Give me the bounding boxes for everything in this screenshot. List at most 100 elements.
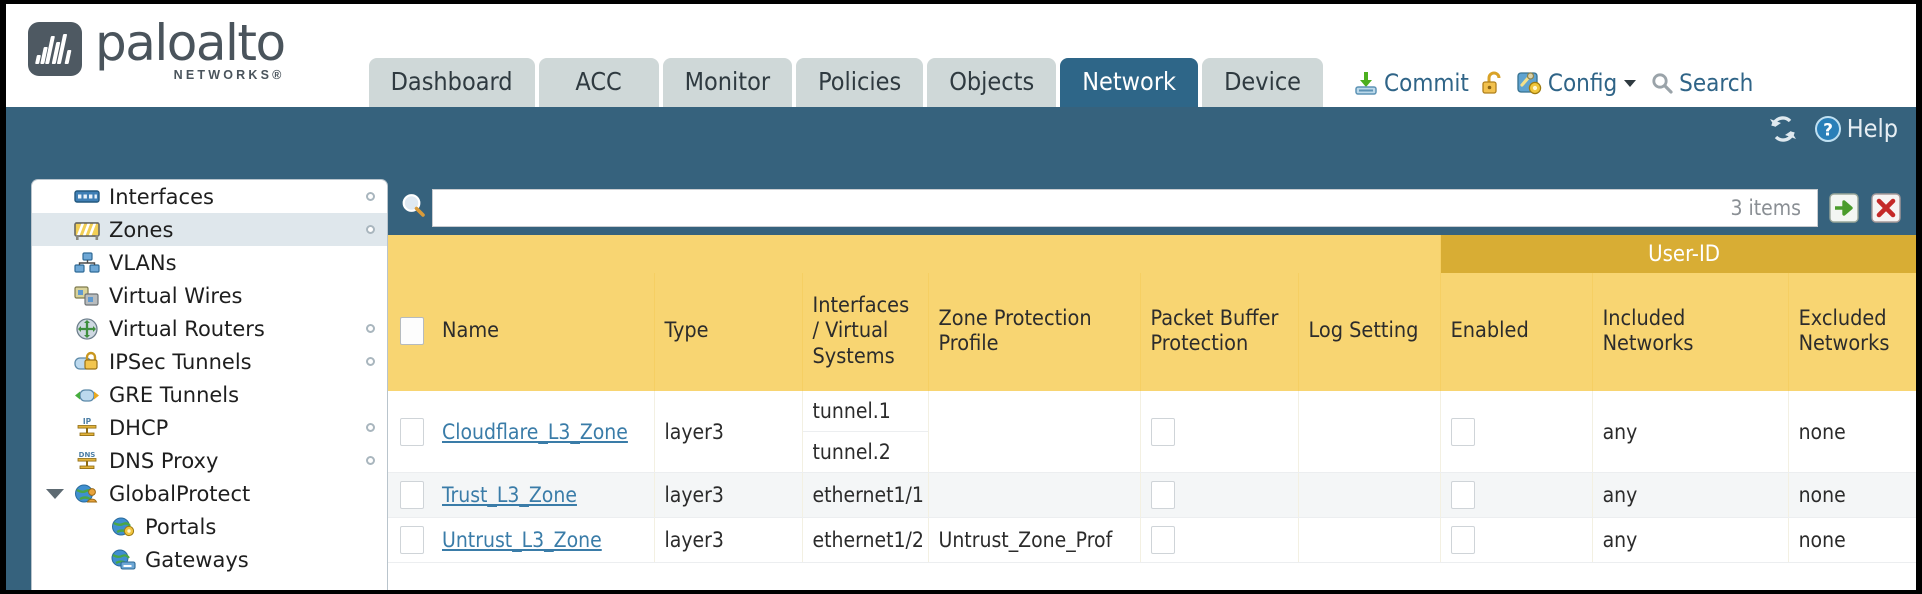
sidebar-item-ipsec-tunnels[interactable]: IPSec Tunnels <box>32 345 387 378</box>
expand-collapse-caret-icon[interactable] <box>46 488 64 499</box>
tab-objects[interactable]: Objects <box>927 58 1057 107</box>
cell-packet-buffer-protection <box>1140 517 1299 563</box>
search-button[interactable]: Search <box>1650 69 1753 97</box>
tab-monitor[interactable]: Monitor <box>662 58 793 107</box>
sidebar-item-label: GlobalProtect <box>109 481 251 506</box>
column-header-included-networks[interactable]: Included Networks <box>1592 273 1789 391</box>
zone-name-link[interactable]: Trust_L3_Zone <box>442 483 577 507</box>
cell-excluded-networks: none <box>1788 391 1916 473</box>
dhcp-icon: IP <box>74 417 100 439</box>
status-dot <box>366 225 375 234</box>
packet-buffer-protection-checkbox[interactable] <box>1150 417 1175 446</box>
packet-buffer-protection-checkbox[interactable] <box>1150 526 1175 554</box>
cell-zone-protection-profile <box>928 391 1141 473</box>
row-select-cell <box>388 472 432 518</box>
select-all-header <box>388 273 432 391</box>
group-header-blank <box>388 235 1441 273</box>
sidebar-item-gre-tunnels[interactable]: GRE Tunnels <box>32 378 387 411</box>
refresh-icon[interactable] <box>1768 115 1798 143</box>
network-sidebar: Interfaces Zones <box>31 179 388 590</box>
cell-included-networks: any <box>1592 472 1789 518</box>
column-header-log-setting[interactable]: Log Setting <box>1298 273 1441 391</box>
globalprotect-icon <box>74 483 100 505</box>
main-nav-tabs: Dashboard ACC Monitor Policies Objects N… <box>368 58 1327 107</box>
search-input[interactable] <box>443 191 1731 225</box>
cell-type: layer3 <box>654 472 803 518</box>
svg-text:?: ? <box>1823 120 1833 140</box>
column-header-type[interactable]: Type <box>654 273 803 391</box>
cell-packet-buffer-protection <box>1140 472 1299 518</box>
config-label: Config <box>1547 69 1618 97</box>
commit-button[interactable]: Commit <box>1353 69 1469 97</box>
userid-enabled-checkbox[interactable] <box>1450 417 1475 446</box>
sidebar-item-label: Virtual Wires <box>109 283 243 308</box>
status-dot <box>366 324 375 333</box>
tab-acc[interactable]: ACC <box>538 58 659 107</box>
table-row[interactable]: Trust_L3_Zone layer3 ethernet1/1 any <box>388 472 1916 518</box>
table-row[interactable]: Untrust_L3_Zone layer3 ethernet1/2 Untru… <box>388 517 1916 563</box>
sidebar-item-vlans[interactable]: VLANs <box>32 246 387 279</box>
userid-enabled-checkbox[interactable] <box>1450 526 1475 554</box>
sidebar-item-label: DNS Proxy <box>109 448 219 473</box>
sidebar-item-label: DHCP <box>109 415 169 440</box>
cell-name: Trust_L3_Zone <box>432 472 655 518</box>
config-menu-button[interactable]: Config <box>1517 69 1638 97</box>
utility-actions: ? Help <box>1768 114 1898 143</box>
zones-icon <box>74 219 100 241</box>
cell-packet-buffer-protection <box>1140 391 1299 473</box>
config-lock-button[interactable] <box>1481 70 1505 96</box>
row-checkbox[interactable] <box>400 526 424 554</box>
column-header-zone-protection-profile[interactable]: Zone Protection Profile <box>928 273 1141 391</box>
status-dot <box>366 192 375 201</box>
sub-header-band <box>6 107 1916 179</box>
cell-interfaces: ethernet1/2 <box>802 517 929 563</box>
virtual-routers-icon <box>74 317 100 340</box>
sidebar-item-interfaces[interactable]: Interfaces <box>32 180 387 213</box>
row-checkbox[interactable] <box>400 417 424 446</box>
unlocked-padlock-icon <box>1481 70 1505 96</box>
zone-name-link[interactable]: Cloudflare_L3_Zone <box>442 419 628 444</box>
sidebar-item-label: Portals <box>145 514 217 539</box>
cell-interfaces: tunnel.1 tunnel.2 <box>802 391 929 473</box>
sidebar-item-zones[interactable]: Zones <box>32 213 387 246</box>
zone-name-link[interactable]: Untrust_L3_Zone <box>442 528 602 552</box>
select-all-checkbox[interactable] <box>400 317 424 345</box>
chevron-down-icon[interactable] <box>1622 77 1638 89</box>
sidebar-item-gateways[interactable]: Gateways <box>32 543 387 576</box>
tab-policies[interactable]: Policies <box>796 58 924 107</box>
sidebar-item-globalprotect[interactable]: GlobalProtect <box>32 477 387 510</box>
userid-enabled-checkbox[interactable] <box>1450 481 1475 509</box>
commit-label: Commit <box>1384 69 1469 97</box>
column-header-excluded-networks[interactable]: Excluded Networks <box>1788 273 1916 391</box>
tab-network[interactable]: Network <box>1060 58 1199 107</box>
sidebar-item-dhcp[interactable]: IP DHCP <box>32 411 387 444</box>
column-header-interfaces-virtual-systems[interactable]: Interfaces / Virtual Systems <box>802 273 929 391</box>
tab-device[interactable]: Device <box>1202 58 1324 107</box>
sidebar-item-dns-proxy[interactable]: DNS DNS Proxy <box>32 444 387 477</box>
cell-userid-enabled <box>1440 472 1593 518</box>
status-dot <box>366 357 375 366</box>
column-header-name[interactable]: Name <box>432 273 655 391</box>
brand-name: paloalto <box>95 13 286 72</box>
svg-text:IP: IP <box>83 417 92 426</box>
sidebar-item-virtual-wires[interactable]: Virtual Wires <box>32 279 387 312</box>
clear-filter-button[interactable] <box>1870 192 1902 224</box>
sidebar-item-portals[interactable]: Portals <box>32 510 387 543</box>
packet-buffer-protection-checkbox[interactable] <box>1150 481 1175 509</box>
vlans-icon <box>74 251 100 274</box>
magnifier-icon[interactable] <box>400 192 428 225</box>
cell-log-setting <box>1298 472 1441 518</box>
cell-included-networks: any <box>1592 517 1789 563</box>
table-row[interactable]: Cloudflare_L3_Zone layer3 tunnel.1 tunne… <box>388 391 1916 473</box>
help-button[interactable]: ? Help <box>1814 114 1898 143</box>
row-select-cell <box>388 391 432 473</box>
tab-dashboard[interactable]: Dashboard <box>368 58 535 107</box>
sidebar-item-label: Zones <box>109 217 174 242</box>
row-checkbox[interactable] <box>400 481 424 509</box>
sidebar-item-virtual-routers[interactable]: Virtual Routers <box>32 312 387 345</box>
column-header-enabled[interactable]: Enabled <box>1440 273 1593 391</box>
column-header-packet-buffer-protection[interactable]: Packet Buffer Protection <box>1140 273 1299 391</box>
sidebar-item-label: Virtual Routers <box>109 316 265 341</box>
interface-entry: tunnel.1 <box>802 391 928 432</box>
apply-filter-button[interactable] <box>1828 192 1860 224</box>
